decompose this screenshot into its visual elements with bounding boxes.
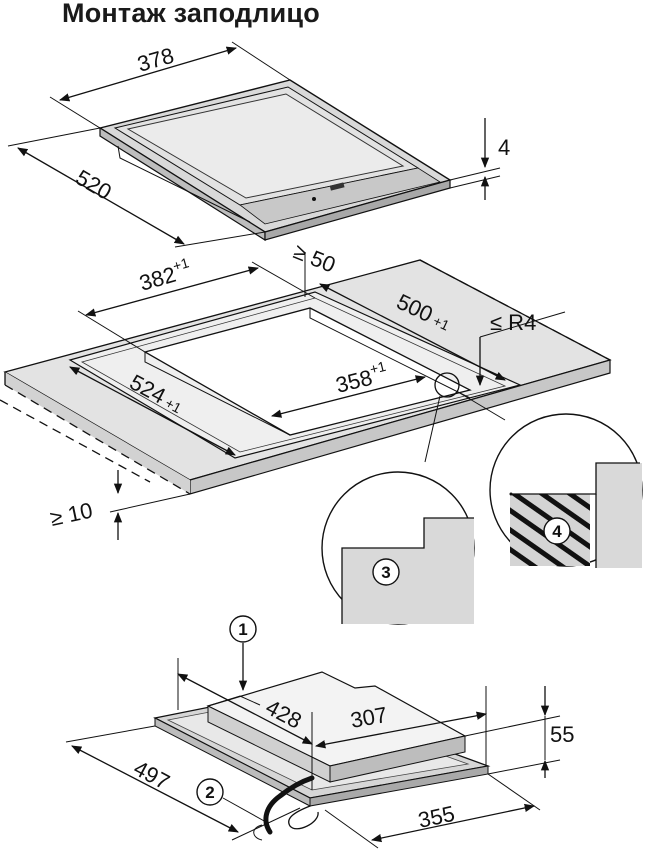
- dim-ge10-label: ≥ 10: [48, 498, 95, 531]
- dim-382-label: 382+1: [136, 254, 195, 295]
- cooktop-drawing: [98, 79, 452, 242]
- dim-4-label: 4: [498, 135, 510, 160]
- dim-55-label: 55: [550, 722, 574, 747]
- callout-1-group: 1: [229, 615, 257, 692]
- callout-1: 1: [238, 620, 247, 639]
- dim-355-label: 355: [416, 801, 457, 833]
- callout-4: 4: [552, 522, 562, 541]
- dim-r4: ≤ R4: [475, 310, 566, 387]
- page-title: Монтаж заподлицо: [62, 0, 320, 28]
- detail-3: 3: [321, 471, 475, 625]
- callout-2-group: 2: [196, 778, 267, 823]
- detail-4: 4: [489, 413, 643, 568]
- callout-3: 3: [381, 563, 390, 582]
- dim-55: 55: [464, 686, 574, 778]
- dim-520-label: 520: [72, 165, 116, 205]
- dim-378-label: 378: [134, 43, 176, 77]
- dim-r4-label: ≤ R4: [490, 310, 536, 335]
- detail-marker: [424, 372, 506, 463]
- dim-497-label: 497: [130, 755, 174, 794]
- callout-2: 2: [205, 783, 214, 802]
- dim-4: 4: [449, 118, 510, 200]
- dim-ge50-label: ≥ 50: [290, 238, 339, 277]
